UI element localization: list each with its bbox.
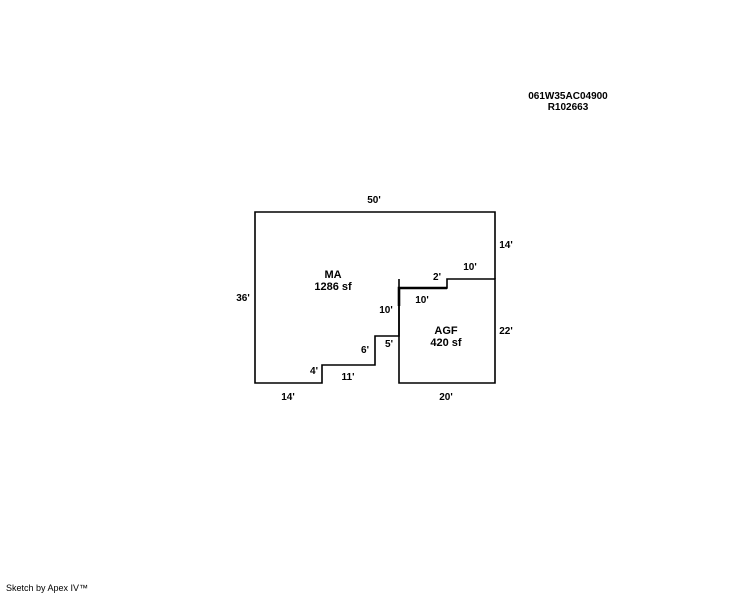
dim-step-up: 6': [361, 345, 369, 356]
garage-area-code: AGF: [434, 325, 458, 337]
dim-garage-left: 10': [379, 305, 393, 316]
main-area-outline: [254, 211, 496, 384]
dim-step-run: 11': [342, 372, 355, 383]
dim-right-upper: 14': [499, 240, 513, 251]
shared-wall: [397, 286, 447, 306]
account-number: R102663: [547, 102, 589, 113]
dim-top: 50': [367, 195, 381, 206]
dim-garage-top-left: 10': [415, 295, 429, 306]
sketch-credit: Sketch by Apex IV™: [6, 583, 89, 593]
map-number: 061W35AC04900: [528, 91, 608, 102]
parcel-ids: 061W35AC04900 R102663: [520, 91, 616, 113]
dim-garage-top-right: 10': [463, 262, 477, 273]
dim-step-up-small: 4': [310, 366, 318, 377]
dim-notch: 5': [385, 339, 393, 350]
dim-bottom-left: 14': [281, 392, 295, 403]
main-area-code: MA: [324, 269, 341, 281]
dim-bottom-garage: 20': [439, 392, 453, 403]
main-area-size: 1286 sf: [314, 281, 352, 293]
dim-left: 36': [236, 293, 250, 304]
dim-step-top: 2': [433, 272, 441, 283]
garage-area-size: 420 sf: [430, 337, 462, 349]
dim-right-lower: 22': [499, 326, 513, 337]
